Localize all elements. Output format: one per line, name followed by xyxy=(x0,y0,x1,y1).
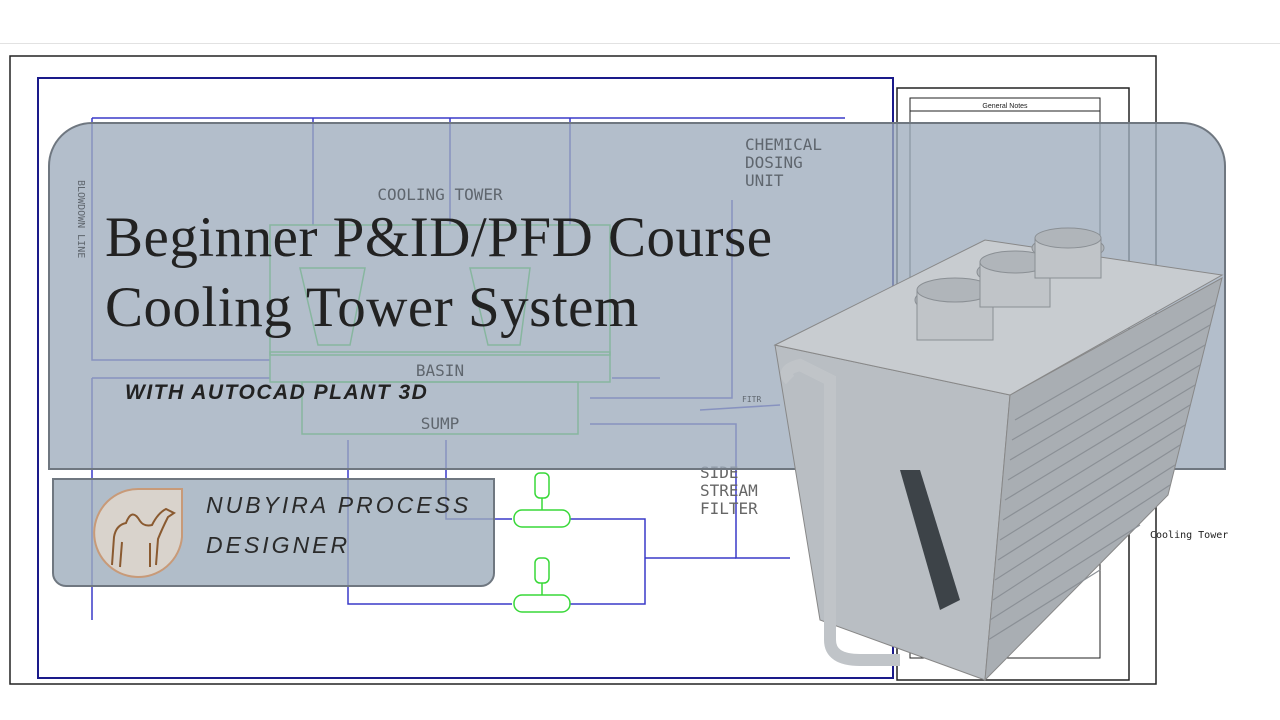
top-divider xyxy=(0,43,1280,44)
title-block-name: Cooling Tower xyxy=(1150,530,1228,541)
brand-name-line1: NUBYIRA PROCESS xyxy=(206,492,472,518)
course-title-line2: Cooling Tower System xyxy=(105,276,639,339)
filter-label-3: FILTER xyxy=(700,499,758,518)
filter-label-2: STREAM xyxy=(700,481,758,500)
brand-name-line2: DESIGNER xyxy=(206,532,351,558)
course-title-line1: Beginner P&ID/PFD Course xyxy=(105,206,773,269)
camel-logo-icon xyxy=(93,488,183,578)
course-subtitle: WITH AUTOCAD PLANT 3D xyxy=(125,381,429,404)
general-notes-label: General Notes xyxy=(982,103,1028,110)
